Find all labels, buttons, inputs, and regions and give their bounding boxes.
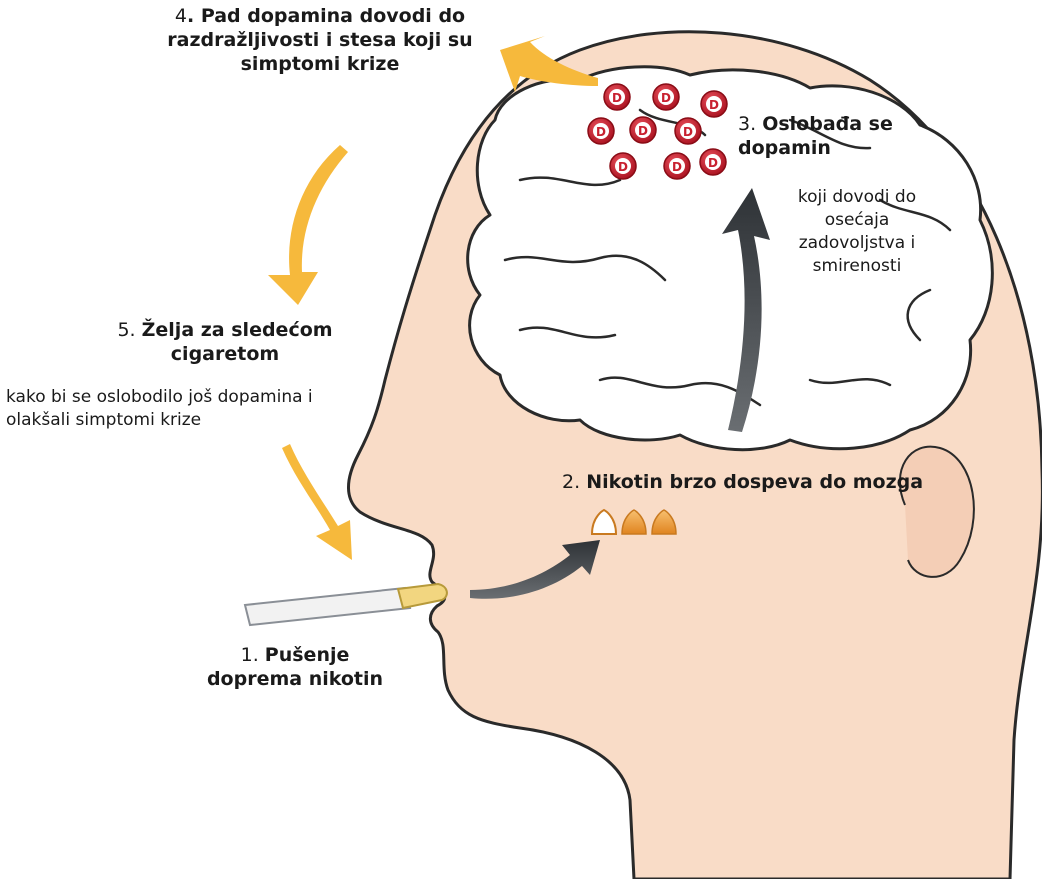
step-1-label: 1. Pušenje doprema nikotin [200, 643, 390, 691]
dopamine-molecule: D [630, 117, 656, 143]
step-2-label: 2. Nikotin brzo dospeva do mozga [562, 470, 962, 494]
dopamine-molecule: D [664, 153, 690, 179]
step-4-number: 4 [175, 5, 187, 27]
svg-text:D: D [618, 160, 628, 174]
step-3-label: 3. Oslobađa se dopamin [738, 112, 898, 160]
svg-text:D: D [596, 125, 606, 139]
svg-text:D: D [672, 160, 682, 174]
step-5-description: kako bi se oslobodilo još dopamina i ola… [6, 386, 366, 432]
dopamine-molecule: D [675, 118, 701, 144]
dopamine-molecule: D [588, 118, 614, 144]
step-5-label: 5. Želja za sledećom cigaretom [100, 318, 350, 366]
step-2-number: 2. [562, 471, 580, 493]
step-3-title: Oslobađa se dopamin [738, 113, 893, 159]
cigarette [245, 584, 447, 625]
svg-text:D: D [709, 98, 719, 112]
step-1-title: Pušenje doprema nikotin [207, 644, 383, 690]
svg-text:D: D [661, 91, 671, 105]
dopamine-molecule: D [701, 91, 727, 117]
svg-text:D: D [638, 124, 648, 138]
step-5-number: 5. [117, 319, 135, 341]
cycle-arrow-5-to-1 [282, 444, 352, 560]
step-3-number: 3. [738, 113, 756, 135]
nicotine-particles [592, 510, 676, 534]
dopamine-molecule: D [610, 153, 636, 179]
dopamine-molecule: D [653, 84, 679, 110]
dopamine-molecule: D [604, 84, 630, 110]
svg-text:D: D [612, 91, 622, 105]
svg-text:D: D [708, 156, 718, 170]
step-3-description: koji dovodi do osećaja zadovoljstva i sm… [782, 186, 932, 278]
step-4-label: 4. Pad dopamina dovodi do razdražljivost… [150, 4, 490, 76]
step-2-title: Nikotin brzo dospeva do mozga [586, 471, 923, 493]
step-5-title: Želja za sledećom cigaretom [142, 319, 333, 365]
svg-text:D: D [683, 125, 693, 139]
step-1-number: 1. [241, 644, 259, 666]
step-4-title: . Pad dopamina dovodi do razdražljivosti… [167, 5, 472, 75]
dopamine-molecule: D [700, 149, 726, 175]
cycle-arrow-down-to-5 [268, 145, 348, 305]
